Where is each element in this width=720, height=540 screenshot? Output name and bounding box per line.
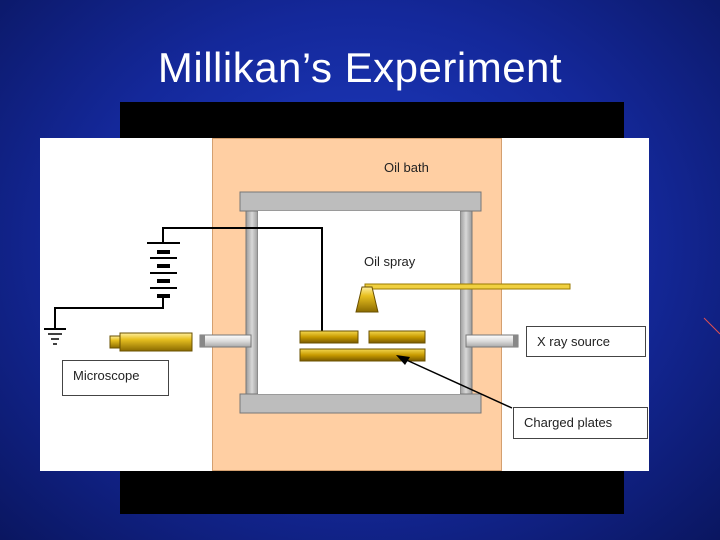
wire-to-ground: [54, 296, 164, 328]
charged-plates-pointer: [396, 355, 513, 409]
chamber-right-wall: [459, 210, 473, 397]
sprayer-tube: [364, 283, 571, 290]
edge-line: [703, 317, 720, 335]
chamber-left-wall: [245, 210, 259, 397]
bottom-plate: [299, 348, 426, 362]
top-plate-left: [299, 330, 359, 344]
microscope-label: Microscope: [62, 360, 169, 396]
top-plate-right: [368, 330, 426, 344]
slide-title: Millikan’s Experiment: [157, 44, 563, 91]
microscope-tube: [109, 332, 193, 352]
oil-bath-label: Oil bath: [384, 160, 429, 175]
chamber-base: [239, 393, 482, 414]
battery: [147, 242, 180, 298]
sprayer-nozzle: [355, 286, 379, 313]
wiring: [54, 227, 323, 331]
left-window: [199, 334, 252, 348]
right-window: [465, 334, 519, 348]
xray-source-label: X ray source: [526, 326, 646, 357]
chamber-lid: [239, 191, 482, 212]
wire-to-top-plate: [162, 227, 323, 331]
left-window-cap: [200, 335, 205, 347]
oil-sprayer: [355, 283, 571, 313]
microscope-body: [119, 332, 193, 352]
charged-plates-label: Charged plates: [513, 407, 648, 439]
oil-spray-label: Oil spray: [364, 254, 416, 269]
ground-icon: [44, 328, 66, 345]
right-window-cap: [513, 335, 518, 347]
